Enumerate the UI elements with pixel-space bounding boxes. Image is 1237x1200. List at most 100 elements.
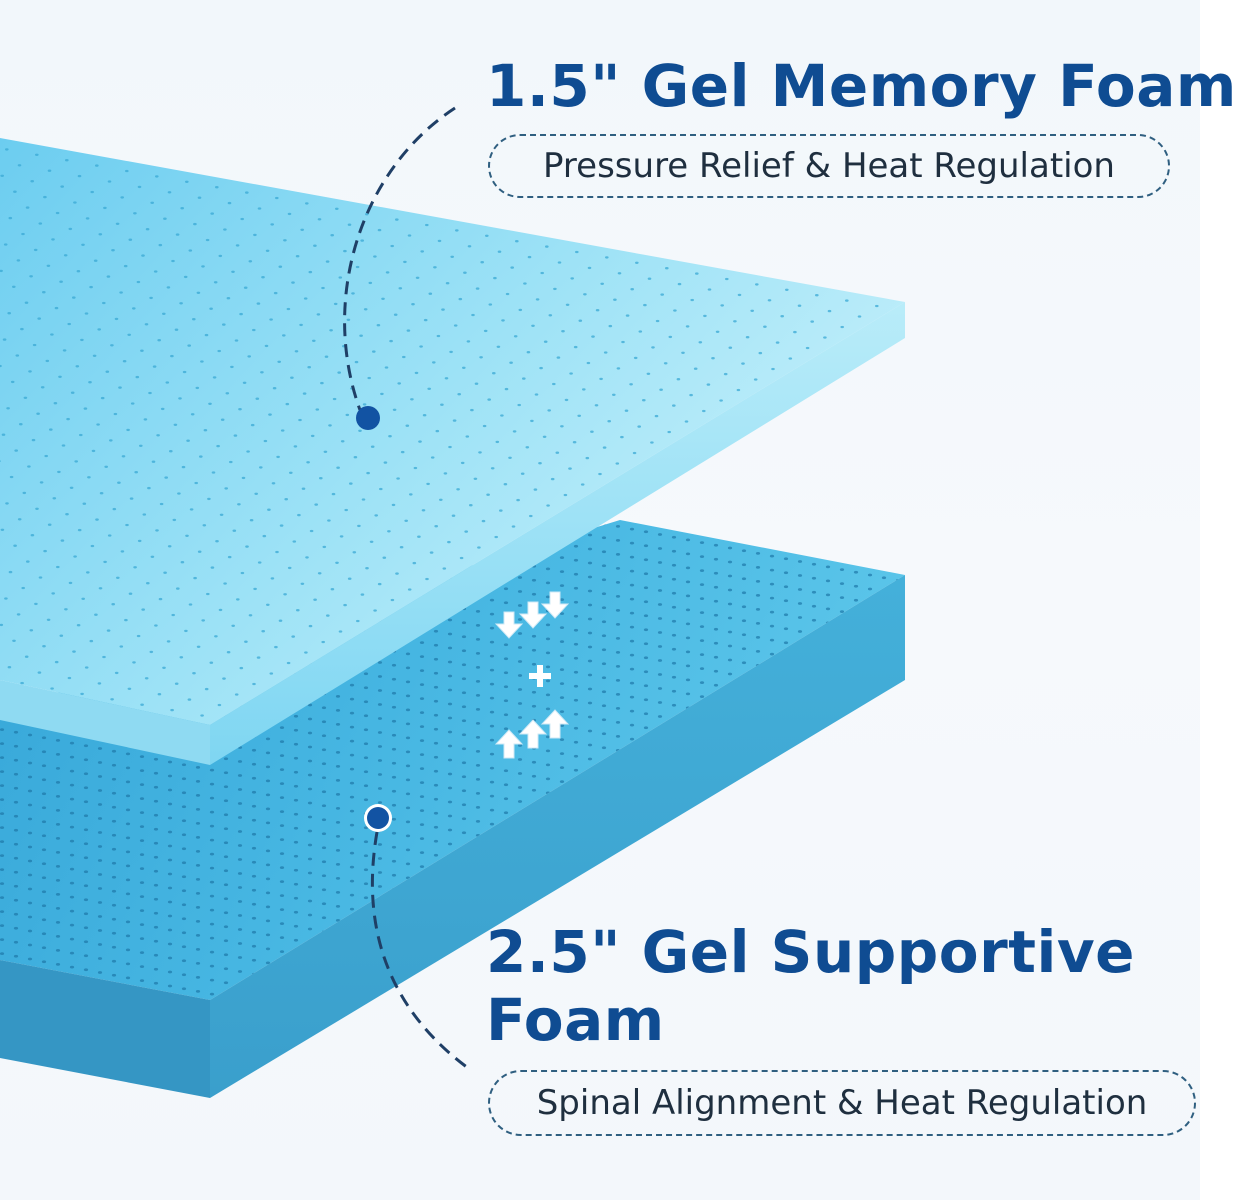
perforation [195,850,201,853]
perforation [681,351,685,354]
perforation [377,759,383,762]
perforation [377,582,382,586]
perforation [75,365,80,368]
perforation [336,1045,340,1048]
perforation [811,225,816,228]
perforation [125,948,131,952]
perforation [713,907,719,911]
perforation [167,760,173,764]
perforation [559,780,565,783]
perforation [405,988,411,992]
perforation [99,492,104,495]
perforation [583,293,587,296]
perforation [209,880,215,884]
perforation [27,465,31,468]
perforation [224,1107,228,1110]
perforation [420,1061,424,1064]
perforation [215,186,219,189]
perforation [363,770,369,774]
perforation [573,684,579,688]
perforation [711,357,715,360]
perforation [49,428,53,431]
perforation [638,330,643,333]
perforation [182,112,186,114]
perforation [97,747,103,750]
perforation [727,644,733,648]
perforation [727,560,733,564]
perforation [425,577,429,581]
perforation [629,695,635,699]
perforation [517,590,523,593]
perforation [223,855,229,859]
perforation [559,766,565,769]
perforation [700,504,705,508]
perforation [223,869,229,873]
perforation [447,982,453,986]
perforation [725,277,729,281]
perforation [447,996,453,1000]
perforation [122,360,127,363]
perforation [665,267,669,270]
perforation [272,128,276,130]
perforation [266,1102,270,1105]
perforation [784,515,788,518]
perforation [517,716,523,719]
perforation [255,397,260,400]
perforation [501,319,505,322]
perforation [629,527,635,531]
perforation [741,857,747,861]
perforation [542,435,547,438]
perforation [464,530,469,533]
perforation [475,764,481,767]
perforation [742,451,746,454]
perforation [349,739,355,743]
perforation [360,239,365,242]
perforation [195,766,201,769]
perforation [364,1022,368,1025]
perforation [798,420,802,423]
perforation [895,859,901,862]
perforation [910,414,914,417]
perforation [490,1061,494,1064]
perforation [150,555,155,558]
perforation [60,539,65,542]
perforation [293,840,299,844]
perforation [232,175,236,178]
perforation [783,879,789,883]
perforation [809,415,813,418]
perforation [487,398,492,401]
perforation [646,372,651,375]
perforation [669,240,674,243]
perforation [532,229,536,232]
perforation [557,261,562,264]
perforation [364,1008,368,1011]
perforation [895,789,901,792]
perforation [868,504,872,507]
perforation [142,159,146,162]
perforation [120,550,125,553]
perforation [531,324,535,327]
perforation [224,487,228,490]
perforation [113,412,118,416]
perforation [477,546,481,549]
perforation [881,716,887,720]
perforation [783,893,789,897]
perforation [420,1047,424,1050]
perforation [336,1073,340,1076]
perforation [97,789,103,792]
perforation [41,792,47,796]
perforation [811,758,817,762]
perforation [778,859,782,861]
perforation [54,660,59,664]
perforation [822,785,826,787]
perforation [125,766,131,770]
perforation [219,513,224,516]
perforation [854,375,858,378]
perforation [412,561,417,565]
perforation [227,201,232,205]
perforation [118,386,122,389]
perforation [545,693,551,697]
perforation [715,330,720,333]
perforation [503,671,509,675]
perforation [728,449,732,452]
